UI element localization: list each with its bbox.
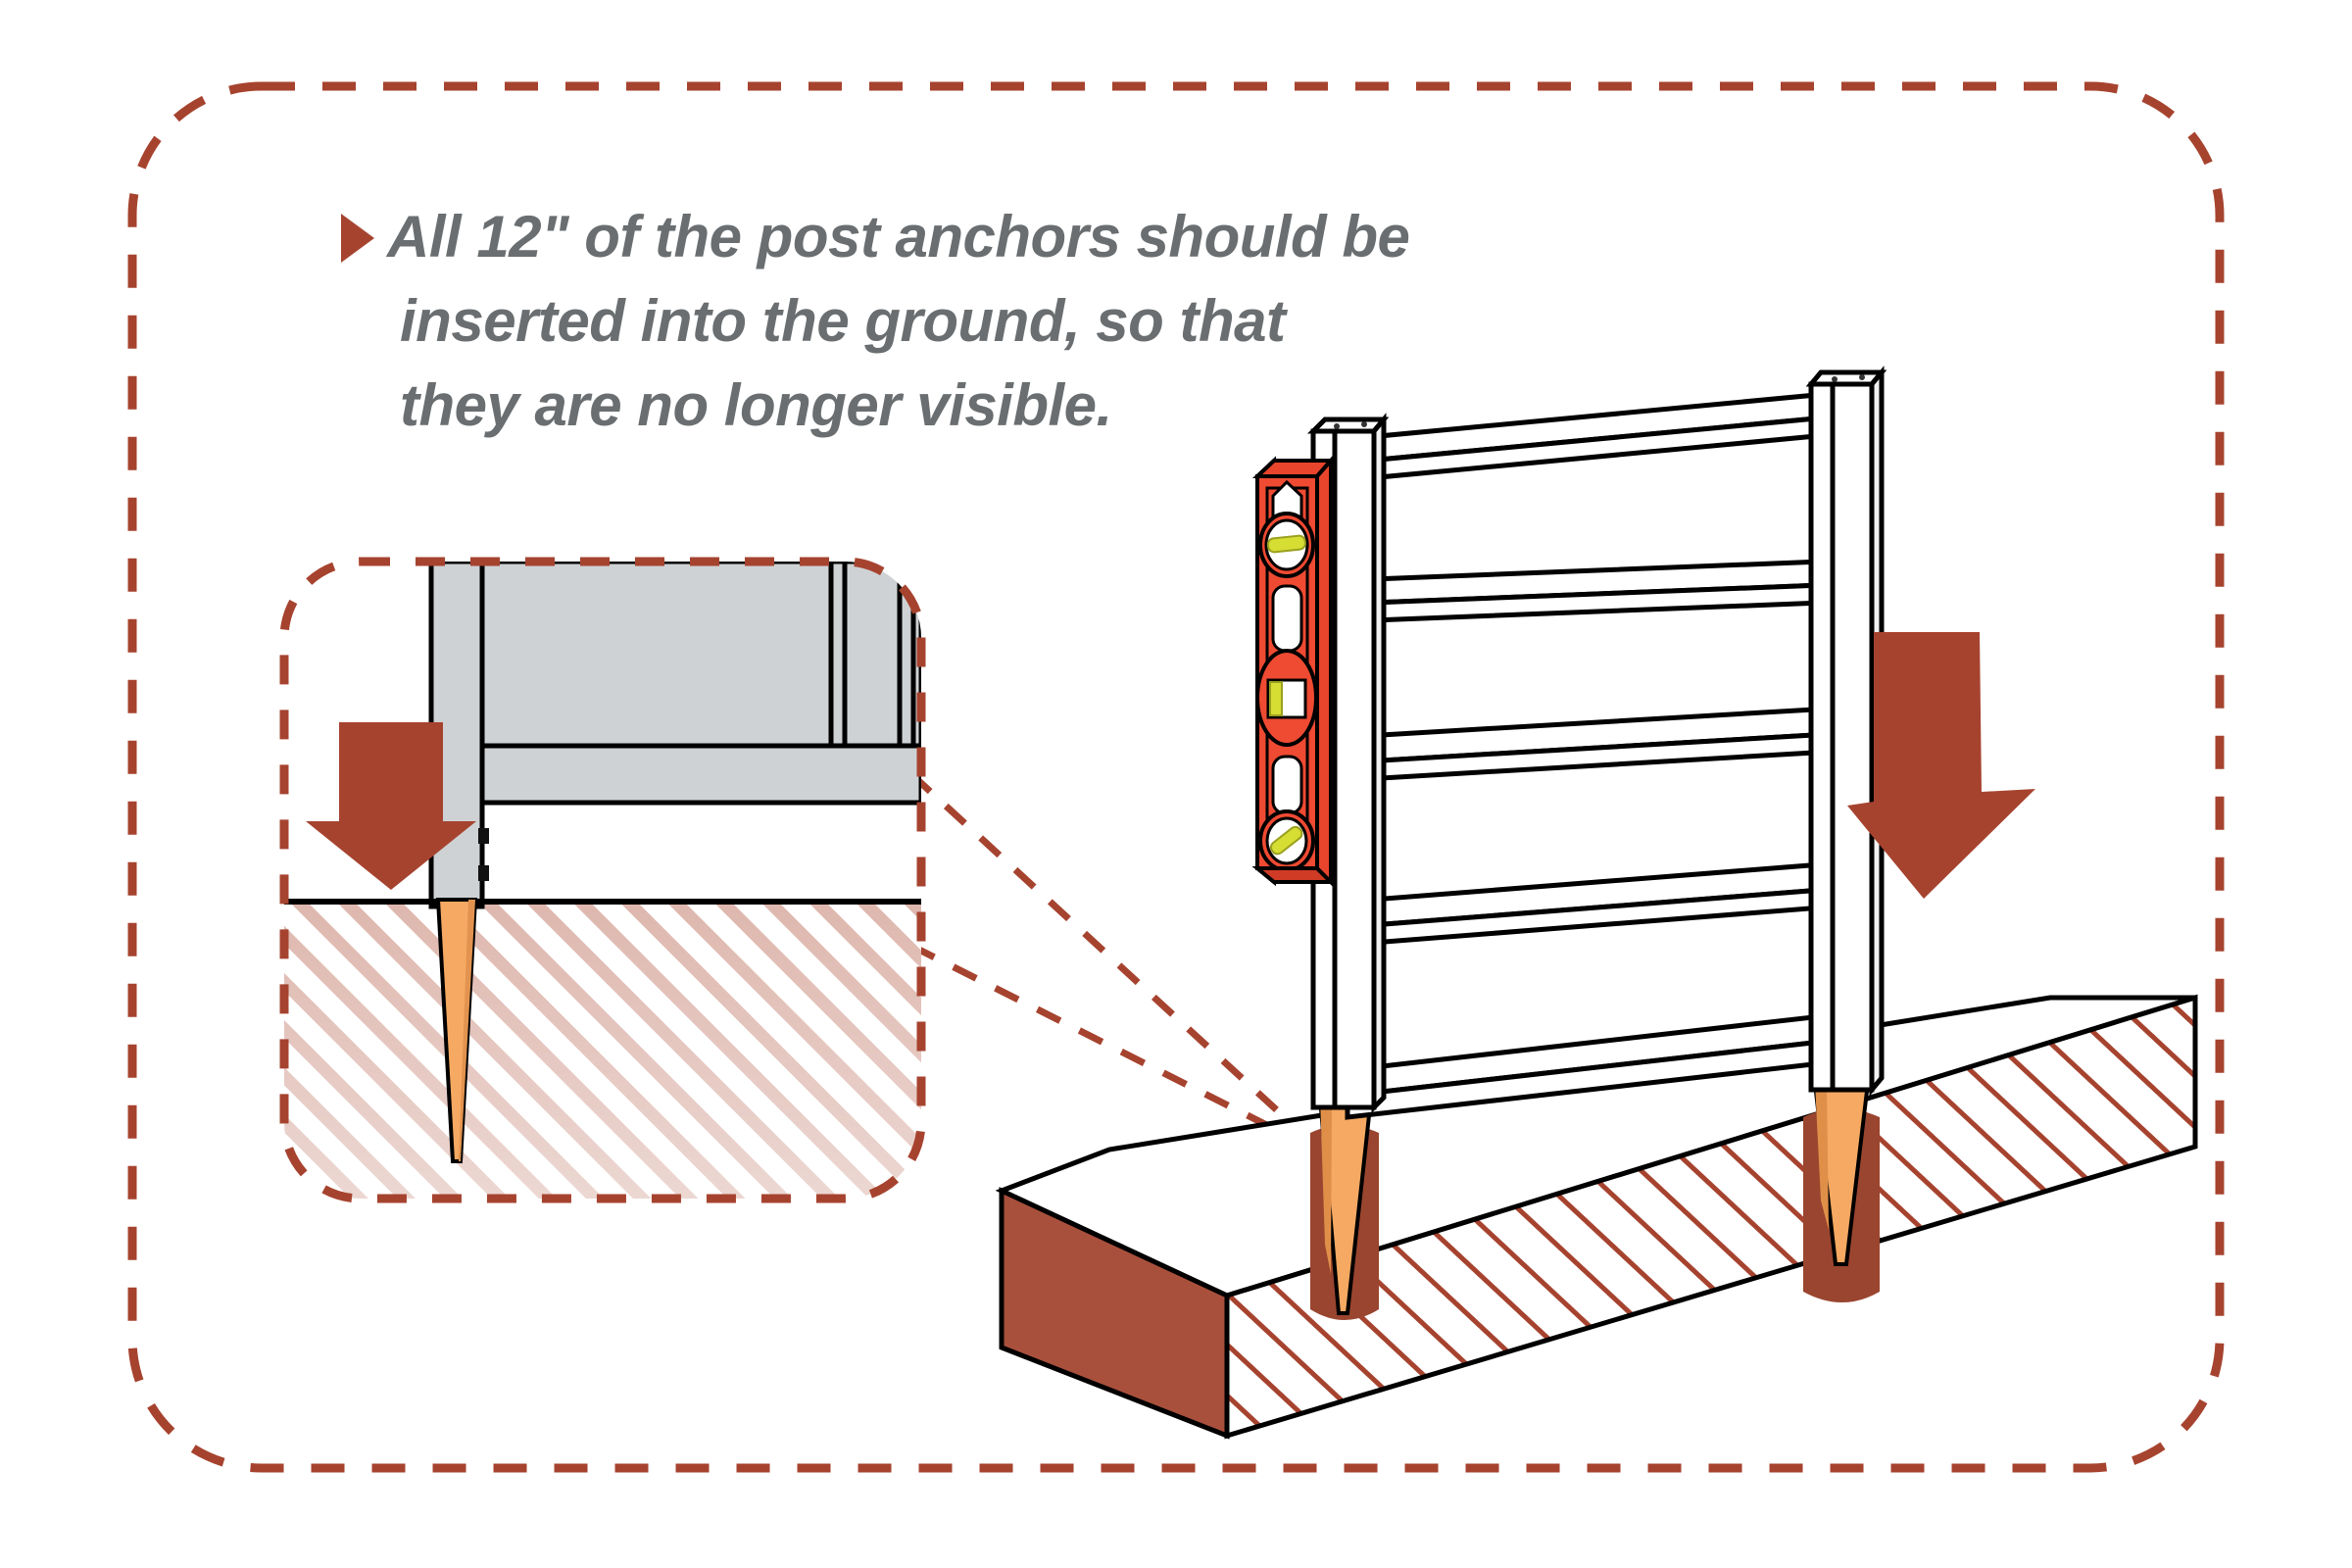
- callout-line-2: inserted into the ground, so that: [400, 288, 1289, 354]
- triangle-right-icon: [341, 214, 374, 263]
- callout-block: All 12" of the post anchors should be in…: [341, 204, 1410, 438]
- fence-rails: [1345, 389, 1850, 1120]
- center-vial-bubble: [1269, 681, 1283, 716]
- left-anchor-shade: [1320, 1098, 1332, 1274]
- inset-dashed-border: [279, 557, 926, 1203]
- inset-anchor-spike-edge: [459, 900, 475, 1161]
- inset-rail-lower: [479, 743, 921, 806]
- level-top-window: [1271, 479, 1303, 521]
- right-post: [1805, 366, 1887, 1097]
- inset-bolt-1: [478, 828, 489, 844]
- press-down-arrow-main: [1847, 632, 2035, 899]
- rail-1: [1345, 389, 1850, 483]
- inset-rail-upper: [479, 562, 921, 749]
- inset-bolt-2: [478, 865, 489, 881]
- left-anchor-spike: [1310, 1096, 1379, 1320]
- detail-leader-lines: [908, 771, 1328, 1158]
- callout-line-3: they are no longer visible.: [400, 372, 1112, 438]
- press-down-arrow-inset: [306, 722, 476, 890]
- outer-dashed-frame: [127, 81, 2225, 1473]
- top-round-vial: [1258, 512, 1315, 578]
- soil-long-face: [1224, 994, 2198, 1440]
- bottom-vial-bubble: [1269, 825, 1303, 856]
- ground-block: [995, 994, 2198, 1440]
- rail-2: [1345, 558, 1850, 624]
- fence-panel-scene: [995, 366, 2198, 1440]
- rail-4: [1345, 859, 1850, 948]
- inset-ground-hatching: [284, 902, 921, 1199]
- callout-line-1: All 12" of the post anchors should be: [385, 204, 1409, 270]
- center-rect-vial: [1255, 649, 1318, 747]
- rail-3: [1345, 705, 1850, 783]
- top-vial-bubble: [1266, 534, 1306, 554]
- spirit-level: [1251, 455, 1336, 887]
- right-anchor-spike: [1803, 1081, 1880, 1302]
- bottom-round-vial: [1258, 809, 1315, 872]
- right-anchor-shade: [1815, 1083, 1829, 1230]
- cross-section-detail: [279, 557, 926, 1203]
